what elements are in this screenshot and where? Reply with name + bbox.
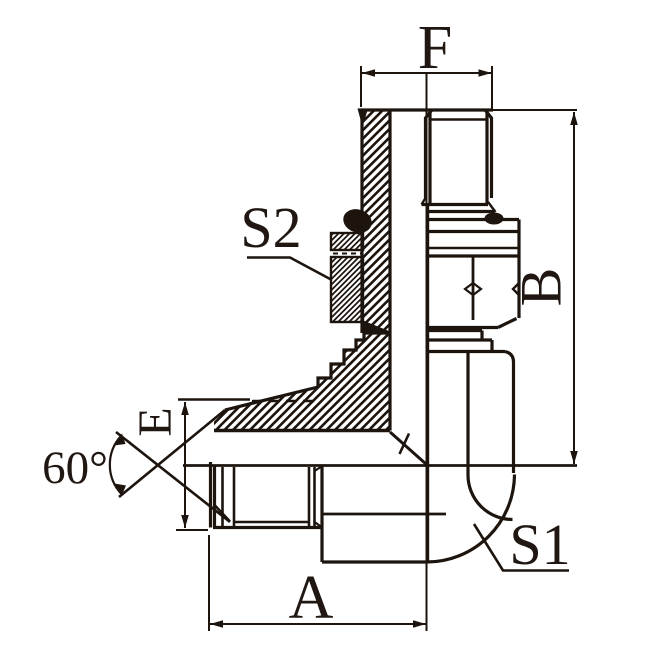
label-e: E: [129, 407, 182, 436]
thread-step-profile: [316, 331, 390, 387]
thread-runout-slant: [224, 385, 319, 412]
dimension-lines: [108, 66, 578, 631]
locknut-section-upper: [329, 231, 365, 252]
oring-seal-left: [343, 209, 372, 233]
label-angle: 60°: [42, 442, 108, 494]
nut-hex-diamond: [463, 281, 483, 297]
nut-edge-notch: [511, 282, 520, 296]
cone-line-b: [118, 408, 226, 499]
wall-bottom-wedge: [362, 320, 390, 332]
label-a: A: [289, 564, 334, 632]
cone-line-a: [115, 430, 231, 524]
label-s1: S1: [509, 512, 570, 577]
elbow-inner-arc: [466, 474, 513, 522]
part-outline: [115, 108, 521, 564]
label-s2: S2: [240, 195, 301, 260]
leader-s2: [247, 256, 332, 281]
section-hatching: [214, 108, 504, 430]
leader-s1: [472, 523, 569, 572]
locknut-section-lower: [329, 255, 365, 324]
label-f: F: [418, 14, 452, 82]
label-b: B: [508, 268, 573, 307]
elbow-outer-arc: [426, 474, 517, 564]
